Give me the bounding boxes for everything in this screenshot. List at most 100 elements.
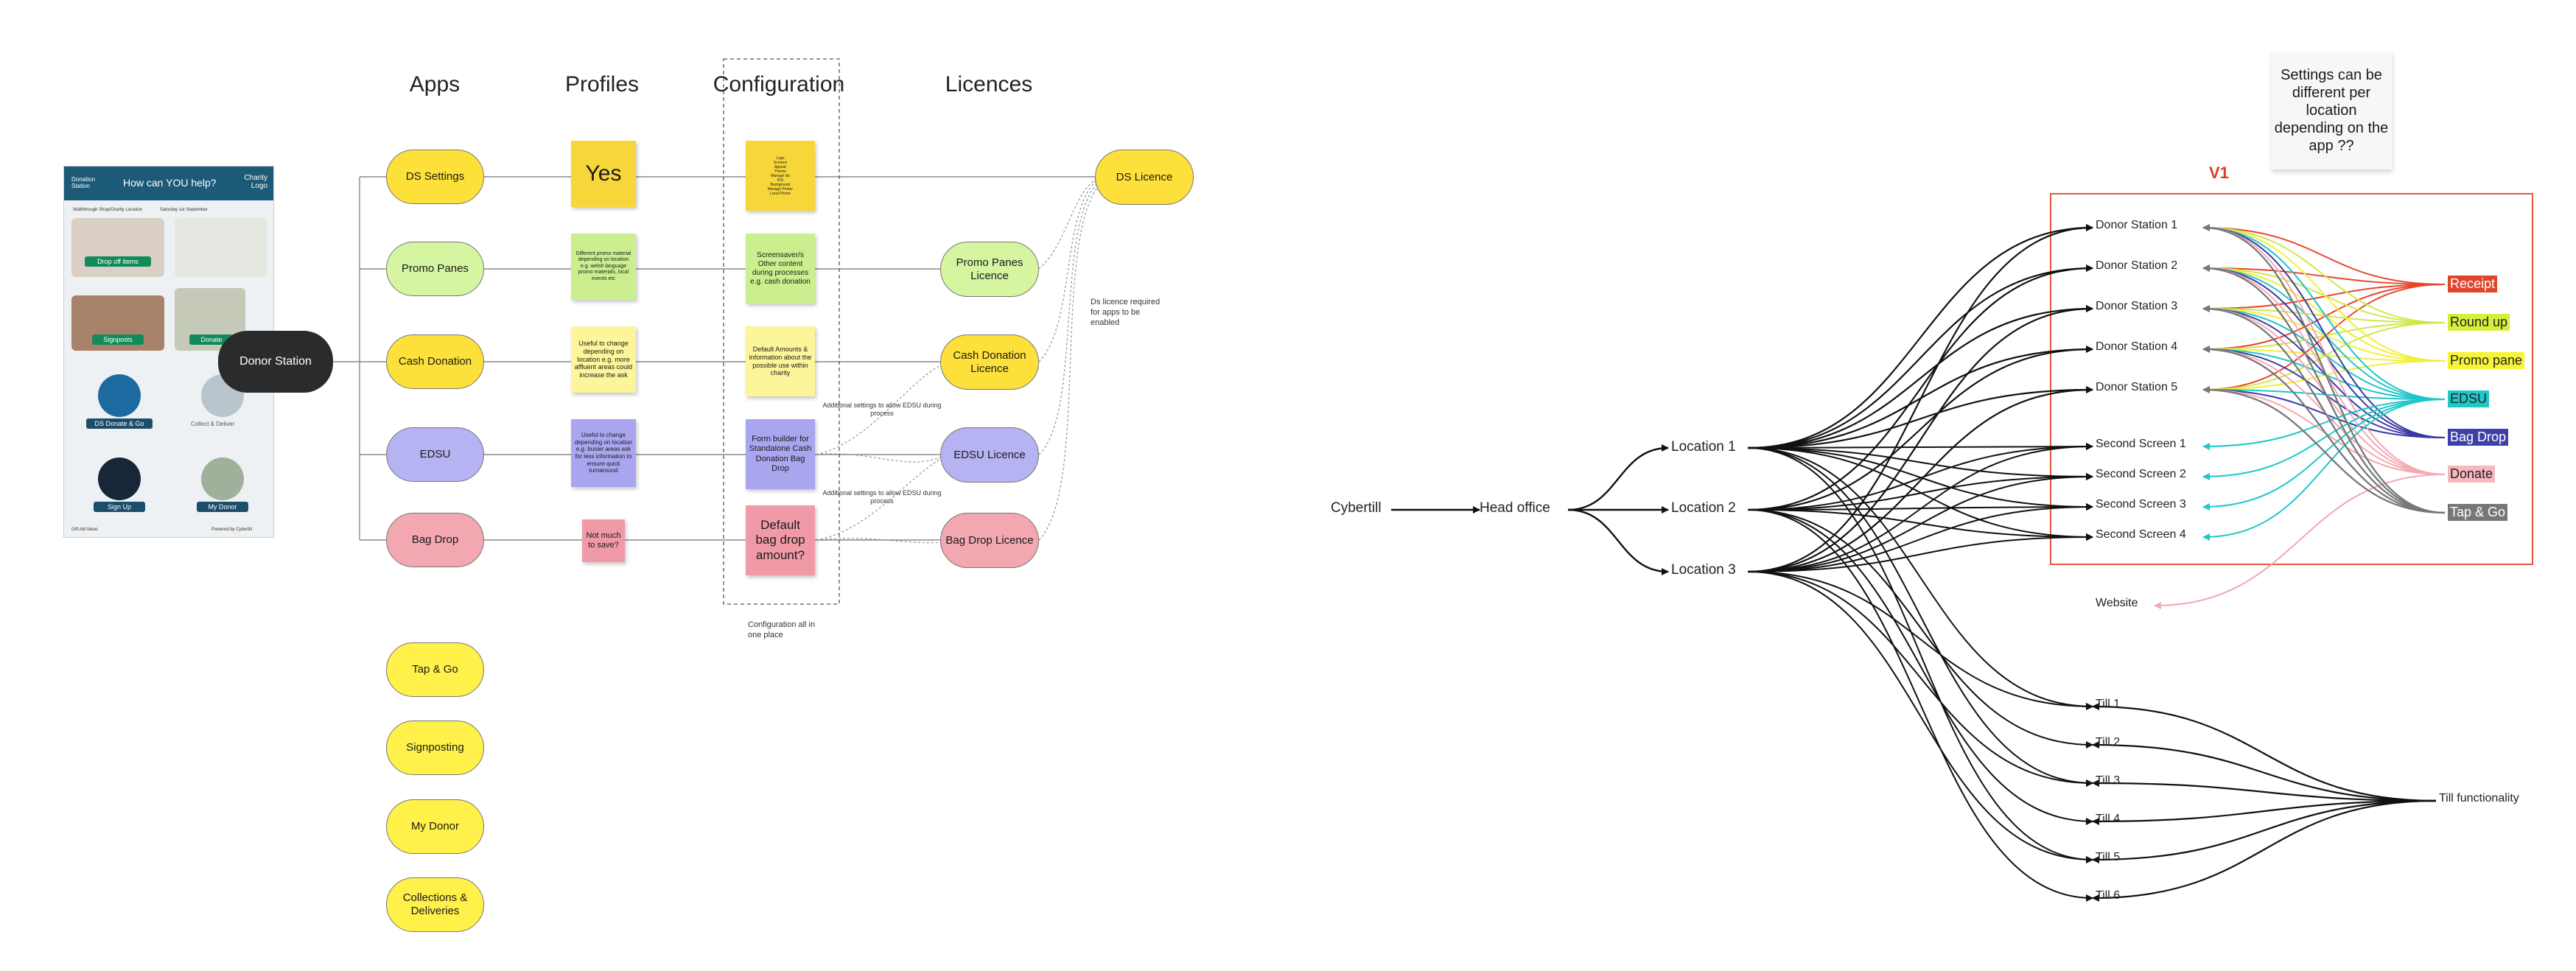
app-promo-panes[interactable]: Promo Panes xyxy=(386,242,484,296)
edge-location-till xyxy=(1747,447,2093,863)
config-cash: Default Amounts & information about the … xyxy=(746,326,815,396)
feature-receipt[interactable]: Receipt xyxy=(2448,276,2498,292)
node-website[interactable]: Website xyxy=(2096,597,2138,609)
edge-tapgo-donor-station-1 xyxy=(2202,224,2446,514)
app-edsu[interactable]: EDSU xyxy=(386,427,484,482)
edge-feature-2-donor-station-5 xyxy=(2202,360,2446,390)
app-bag-drop[interactable]: Bag Drop xyxy=(386,513,484,567)
app-tap-go[interactable]: Tap & Go xyxy=(386,642,484,697)
node-till-3[interactable]: Till 3 xyxy=(2096,774,2121,787)
node-till-functionality[interactable]: Till functionality xyxy=(2439,792,2519,805)
node-till-5[interactable]: Till 5 xyxy=(2096,851,2121,863)
edge-location-donor-station xyxy=(1747,386,2093,449)
feature-donate[interactable]: Donate xyxy=(2448,466,2496,483)
edge-location-donor-station xyxy=(1747,305,2093,449)
edge-feature-1-donor-station-5 xyxy=(2202,322,2446,390)
node-second-screen-3[interactable]: Second Screen 3 xyxy=(2096,498,2186,511)
edge-edsu-second-screen xyxy=(2202,399,2446,480)
node-second-screen-1[interactable]: Second Screen 1 xyxy=(2096,438,2186,450)
node-till-2[interactable]: Till 2 xyxy=(2096,736,2121,749)
edge-feature-0-donor-station-1 xyxy=(2202,227,2446,285)
mockup-circle-4 xyxy=(201,458,244,500)
edge-location-second-screen xyxy=(1747,533,2093,572)
feature-promo-pane[interactable]: Promo pane xyxy=(2448,352,2525,369)
mockup-date: Saturday 1st September xyxy=(160,208,208,212)
edge-feature-2-donor-station-1 xyxy=(2202,227,2446,362)
feature-bag-drop[interactable]: Bag Drop xyxy=(2448,429,2509,446)
profile-edsu: Useful to change depending on location e… xyxy=(571,419,636,487)
v1-label: V1 xyxy=(2209,164,2229,182)
edge-till-functionality xyxy=(2092,703,2437,802)
edge-feature-0-donor-station-3 xyxy=(2202,284,2446,309)
node-location-3[interactable]: Location 3 xyxy=(1671,562,1736,578)
mockup-footer-right: Powered by Cybertill xyxy=(211,527,253,532)
heading-profiles: Profiles xyxy=(564,72,640,97)
node-cybertill[interactable]: Cybertill xyxy=(1331,500,1382,516)
licence-edsu[interactable]: EDSU Licence xyxy=(940,427,1039,483)
app-collections-deliveries[interactable]: Collections & Deliveries xyxy=(386,877,484,932)
licence-cash-donation[interactable]: Cash Donation Licence xyxy=(940,334,1039,390)
edge-location-second-screen xyxy=(1747,443,2093,572)
mockup-tile-drop-off xyxy=(71,218,164,277)
app-signposting[interactable]: Signposting xyxy=(386,721,484,775)
edge-feature-2-donor-station-3 xyxy=(2202,308,2446,362)
feature-edsu[interactable]: EDSU xyxy=(2448,390,2490,407)
mockup-signup-button: Sign Up xyxy=(94,502,145,512)
edge-feature-4-donor-station-1 xyxy=(2202,227,2446,438)
node-donor-station-5[interactable]: Donor Station 5 xyxy=(2096,381,2178,393)
node-donor-station-1[interactable]: Donor Station 1 xyxy=(2096,219,2178,231)
edge-location-second-screen xyxy=(1747,443,2093,451)
feature-round-up[interactable]: Round up xyxy=(2448,314,2510,331)
licence-ds[interactable]: DS Licence xyxy=(1095,150,1194,205)
node-donor-station-3[interactable]: Donor Station 3 xyxy=(2096,300,2178,312)
edge-location-till xyxy=(1747,447,2093,710)
app-my-donor[interactable]: My Donor xyxy=(386,799,484,854)
node-second-screen-2[interactable]: Second Screen 2 xyxy=(2096,468,2186,480)
edge-feature-0-donor-station-4 xyxy=(2202,284,2446,350)
edge-headoffice-location-3 xyxy=(1567,508,1669,575)
edge-location-donor-station xyxy=(1747,224,2093,449)
node-head-office[interactable]: Head office xyxy=(1480,500,1550,516)
app-cash-donation[interactable]: Cash Donation xyxy=(386,334,484,389)
edge-location-second-screen xyxy=(1747,473,2093,572)
node-donor-station-4[interactable]: Donor Station 4 xyxy=(2096,340,2178,353)
profile-promo: Different promo material depending on lo… xyxy=(571,234,636,300)
config-bag: Default bag drop amount? xyxy=(746,505,815,575)
node-second-screen-4[interactable]: Second Screen 4 xyxy=(2096,528,2186,541)
edge-edsu-second-screen xyxy=(2202,399,2446,450)
node-till-6[interactable]: Till 6 xyxy=(2096,889,2121,902)
node-location-1[interactable]: Location 1 xyxy=(1671,439,1736,455)
config-note: Configuration all in one place xyxy=(748,620,816,639)
edge-location-till xyxy=(1747,447,2093,787)
licence-bag-drop[interactable]: Bag Drop Licence xyxy=(940,513,1039,568)
node-donor-station-2[interactable]: Donor Station 2 xyxy=(2096,259,2178,272)
mockup-donate-button: Donate xyxy=(189,334,234,345)
app-ds-settings[interactable]: DS Settings xyxy=(386,150,484,204)
edge-location-till xyxy=(1747,509,2093,902)
mockup-donate-go-button: DS Donate & Go xyxy=(86,418,153,429)
edge-location-donor-station xyxy=(1747,264,2093,511)
mockup-logo: Charity Logo xyxy=(244,174,267,190)
profile-yes: Yes xyxy=(571,141,636,207)
mockup-circle-3 xyxy=(98,458,141,500)
licence-promo-panes[interactable]: Promo Panes Licence xyxy=(940,242,1039,297)
edge-edsu-second-screen xyxy=(2202,399,2446,541)
edge-till-functionality xyxy=(2092,799,2437,863)
mockup-header: Donation Station How can YOU help? Chari… xyxy=(64,166,273,200)
edge-feature-3-donor-station-1 xyxy=(2202,227,2446,400)
edge-donate-website xyxy=(2154,474,2446,609)
ds-licence-note: Ds licence required for apps to be enabl… xyxy=(1091,298,1161,327)
donor-station-node[interactable]: Donor Station xyxy=(218,331,333,393)
edge-till-functionality xyxy=(2092,799,2437,902)
mockup-brand: Donation Station xyxy=(71,176,96,189)
node-till-4[interactable]: Till 4 xyxy=(2096,813,2121,825)
mockup-collect-label: Collect & Deliver xyxy=(191,421,235,427)
node-till-1[interactable]: Till 1 xyxy=(2096,698,2121,710)
left-connectors xyxy=(332,58,1103,605)
config-edsu: Form builder for Standalone Cash Donatio… xyxy=(746,419,815,489)
feature-tap-go[interactable]: Tap & Go xyxy=(2448,504,2508,521)
node-location-2[interactable]: Location 2 xyxy=(1671,500,1736,516)
edge-location-till xyxy=(1747,509,2093,825)
edge-feature-4-donor-station-4 xyxy=(2202,348,2446,438)
